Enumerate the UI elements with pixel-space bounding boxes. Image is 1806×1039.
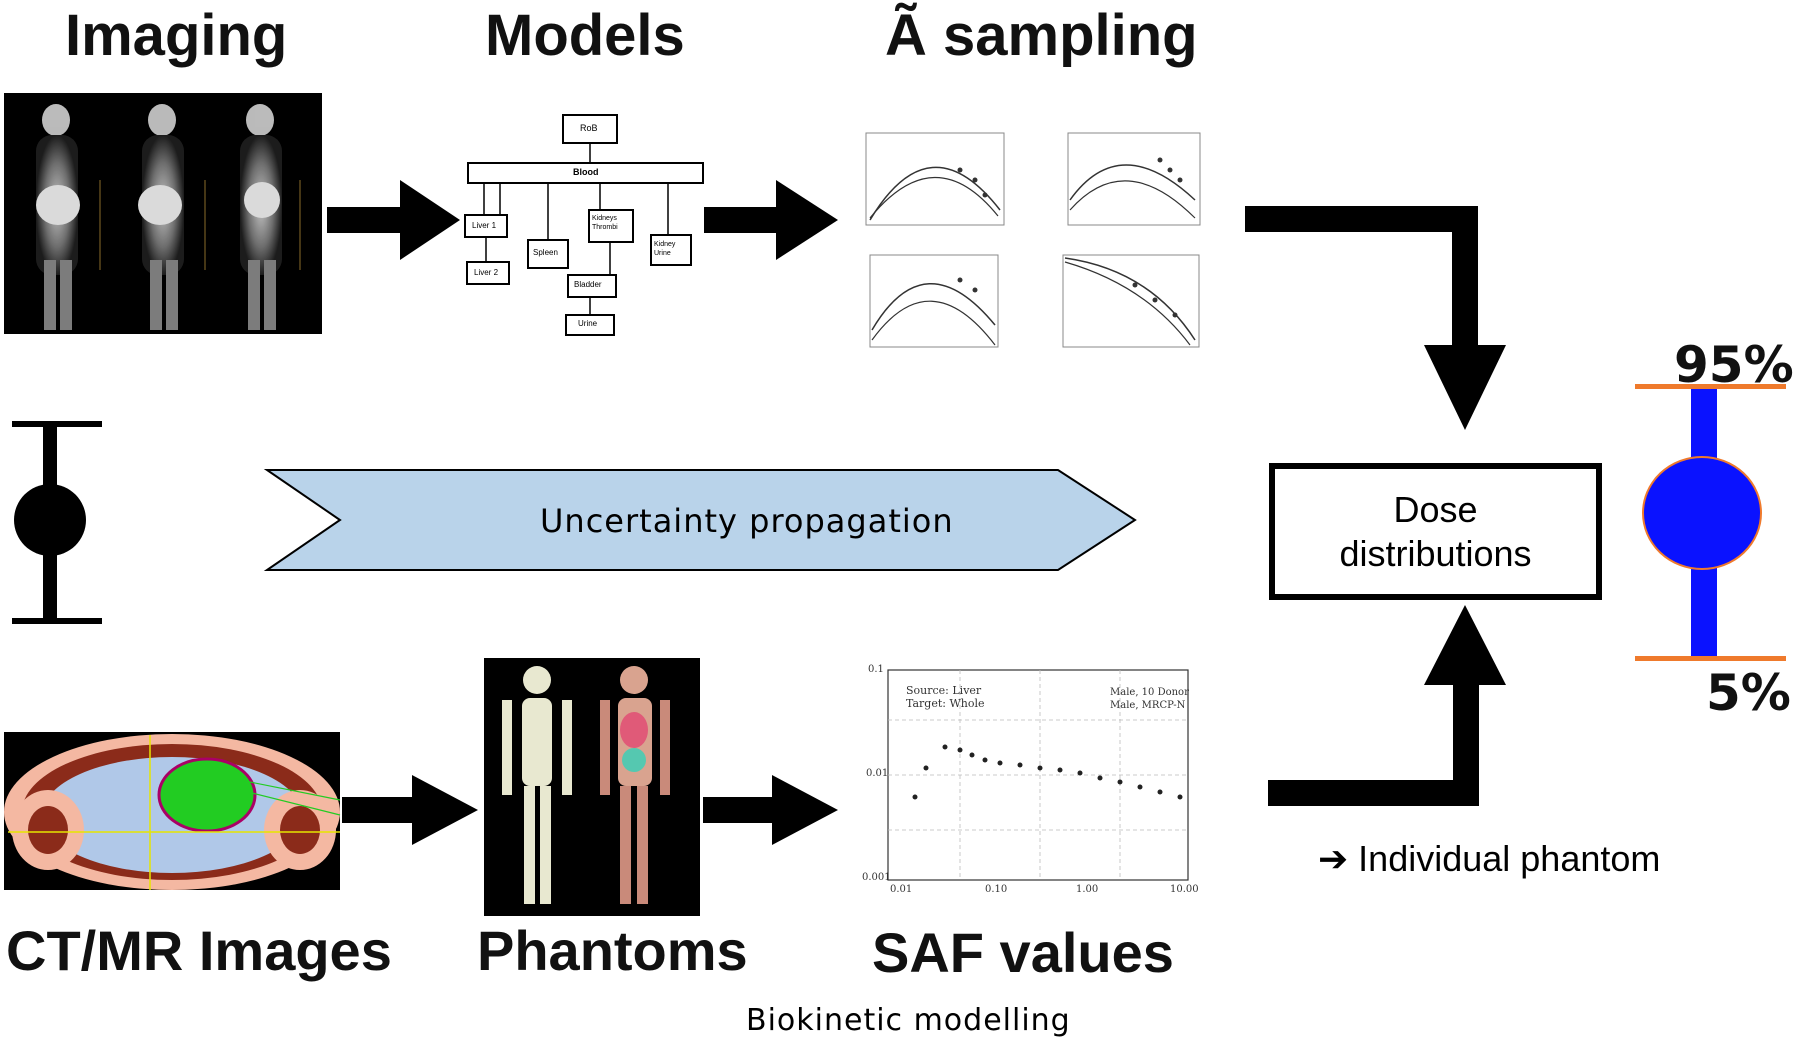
arrow-top-to-dose — [1245, 206, 1506, 430]
imaging-label: Imaging — [65, 3, 288, 68]
saf-legend-2: Male, MRCP-N — [1110, 700, 1186, 711]
phantoms-image — [484, 658, 700, 916]
uncertainty-banner-shape — [263, 469, 1137, 571]
compartment-model-diagram — [464, 114, 704, 336]
saf-legend-1: Male, 10 Donor — [1110, 687, 1189, 698]
model-node-bladder: Bladder — [574, 280, 602, 289]
saf-values-label: SAF values — [872, 921, 1174, 984]
saf-values-chart — [887, 669, 1189, 881]
saf-xtick-2: 0.10 — [985, 884, 1008, 895]
saf-xtick-3: 1.00 — [1076, 884, 1099, 895]
sampling-label: Ã sampling — [885, 3, 1198, 68]
ct-mr-images-label: CT/MR Images — [6, 919, 392, 982]
model-node-liver1: Liver 1 — [472, 221, 497, 230]
sampling-plots-image — [865, 132, 1201, 348]
model-node-rob: RoB — [580, 123, 598, 133]
ct-mr-slice-image — [4, 722, 341, 890]
saf-ytick-mid: 0.01 — [866, 768, 889, 779]
arrow-bottom-to-dose — [1268, 605, 1506, 806]
arrow-models-to-sampling — [704, 180, 838, 260]
model-node-liver2: Liver 2 — [474, 268, 499, 277]
dose-box-line1: Dose — [1393, 488, 1478, 530]
phantoms-label: Phantoms — [477, 919, 748, 982]
saf-annotation-source: Source: Liver — [906, 684, 982, 697]
saf-xtick-4: 10.00 — [1170, 884, 1199, 895]
dose-error-bar — [1635, 384, 1786, 661]
percentile-95-label: 95% — [1674, 336, 1794, 394]
model-node-blood: Blood — [573, 167, 599, 177]
arrow-ct-to-phantoms — [342, 775, 478, 845]
imaging-scan-image — [4, 93, 322, 334]
saf-annotation-target: Target: Whole — [906, 697, 985, 710]
model-node-kidney-urine: Kidney Urine — [654, 241, 676, 257]
biokinetic-modelling-caption: Biokinetic modelling — [746, 1003, 1071, 1038]
error-bar-symbol-icon — [12, 421, 102, 624]
saf-xtick-1: 0.01 — [890, 884, 913, 895]
model-node-urine: Urine — [578, 319, 598, 328]
dose-distributions-box: Dose distributions — [1269, 463, 1602, 600]
model-node-kidneys-thrombi: Kidneys Thrombi — [592, 215, 618, 231]
saf-ytick-top: 0.1 — [868, 664, 884, 675]
percentile-5-label: 5% — [1706, 664, 1791, 722]
saf-ytick-bottom: 0.001 — [862, 872, 891, 883]
arrow-imaging-to-models — [327, 180, 460, 260]
model-node-spleen: Spleen — [533, 248, 558, 257]
individual-phantom-note: ➔ Individual phantom — [1318, 838, 1661, 879]
dose-box-line2: distributions — [1339, 532, 1532, 574]
models-label: Models — [485, 3, 685, 68]
uncertainty-propagation-label: Uncertainty propagation — [540, 502, 954, 540]
arrow-phantoms-to-saf — [703, 775, 838, 845]
